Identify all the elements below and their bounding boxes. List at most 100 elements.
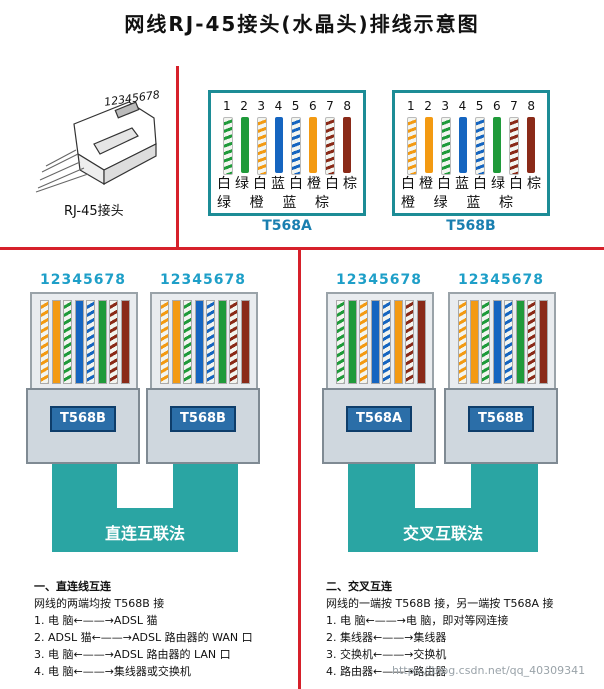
color-name: 白 [437,176,451,192]
wire [223,117,233,175]
wire [291,117,301,175]
plug-wire [416,300,426,384]
plug-head [30,292,138,392]
plug-wire [194,300,204,384]
notes-cross: 二、交叉互连 网线的一端按 T568B 接，另一端按 T568A 接 1. 电 … [326,578,602,680]
plug-wire [458,300,467,384]
plug-wire [370,300,380,384]
plug-wire [382,300,391,384]
plug-wire [336,300,345,384]
pinout-label-t568b: T568B [446,218,496,234]
wire [343,117,351,173]
notes-straight-item-3: 3. 电 脑←——→ADSL 路由器的 LAN 口 [34,648,231,661]
pin-number: 2 [424,99,432,113]
wire [257,117,267,175]
color-name: 蓝 [466,195,481,211]
plug-wire [405,300,414,384]
band-gap [415,462,471,508]
color-name: 白 [217,176,231,192]
pin-number: 4 [274,99,283,113]
wire [407,117,417,175]
color-names-row2: 绿橙蓝棕 [217,192,329,212]
color-name: 橙 [401,195,415,211]
color-name: 白 [401,176,415,192]
plug-wire [504,300,513,384]
color-names-row1: 白橙白蓝白绿白棕 [401,173,541,193]
notes-cross-item-3: 3. 交换机←——→交换机 [326,648,447,661]
plug-pin-numbers: 12345678 [40,272,126,288]
wire [509,117,519,175]
plug-wire [240,300,250,384]
plug-wire [183,300,192,384]
plug-wire [97,300,107,384]
plug-pin-numbers: 12345678 [336,272,422,288]
wire [325,117,335,175]
plug-wire [393,300,403,384]
plug-standard-tag: T568B [170,406,236,432]
wire [241,117,249,173]
notes-straight-item-2: 2. ADSL 猫←——→ADSL 路由器的 WAN 口 [34,631,253,644]
pin-number: 1 [407,99,415,113]
pin-number: 5 [291,99,300,113]
divider-bottom-vertical [298,250,301,689]
wire [527,117,535,173]
pin-number: 3 [441,99,450,113]
cross-band-label: 交叉互联法 [402,524,483,543]
notes-straight: 一、直连线互连 网线的两端均按 T568B 接 1. 电 脑←——→ADSL 猫… [34,578,294,680]
color-names-row2: 橙绿蓝棕 [401,192,513,212]
color-name: 棕 [527,176,541,192]
notes-cross-line1: 网线的一端按 T568B 接，另一端按 T568A 接 [326,597,554,610]
notes-straight-line1: 网线的两端均按 T568B 接 [34,597,165,610]
plug-body: T568A [322,388,436,464]
plug-wire [217,300,227,384]
wire [275,117,283,173]
page-title: 网线RJ-45接头(水晶头)排线示意图 [124,12,480,36]
divider-horizontal [0,247,604,250]
color-names-row1: 白绿白蓝白橙白棕 [217,173,357,193]
notes-straight-item-4: 4. 电 脑←——→集线器或交换机 [34,665,191,678]
pin-number: 6 [492,99,501,113]
color-name: 白 [325,176,339,192]
color-name: 绿 [235,176,249,192]
plug-head [150,292,258,392]
plug-wire [347,300,357,384]
plug-body: T568B [146,388,260,464]
plug-body: T568B [26,388,140,464]
color-name: 绿 [217,195,231,211]
pin-number: 4 [458,99,467,113]
band-gap [117,462,173,508]
color-name: 绿 [491,176,505,192]
notes-cross-item-1: 1. 电 脑←——→电 脑，即对等网连接 [326,614,509,627]
rj45-connector-illustration: 12345678 RJ-45接头 [34,84,168,224]
pin-number: 7 [510,99,518,113]
plug-wire [229,300,238,384]
plug-wire [74,300,84,384]
divider-top-vertical [176,66,179,248]
wire [459,117,467,173]
wire [441,117,451,175]
watermark: https://blog.csdn.net/qq_40309341 [392,664,586,677]
color-name: 白 [253,176,267,192]
color-name: 橙 [419,176,433,192]
plug-wire [51,300,61,384]
plug-wire [120,300,130,384]
rj45-plug-icon [35,101,157,193]
straight-band-label: 直连互联法 [104,524,185,543]
plug-wire [160,300,169,384]
cross-band: 交叉互联法 [348,462,538,552]
plug-wire [206,300,215,384]
connector-caption: RJ-45接头 [64,204,124,219]
plug-wire [171,300,181,384]
notes-straight-heading: 一、直连线互连 [34,580,111,593]
notes-cross-heading: 二、交叉互连 [326,580,392,593]
wire [475,117,485,175]
plug-standard-tag: T568A [346,406,412,432]
plug-wire [40,300,49,384]
pin-number: 2 [240,99,248,113]
plug-wire [63,300,72,384]
plug-standard-tag: T568B [468,406,534,432]
color-name: 白 [473,176,487,192]
